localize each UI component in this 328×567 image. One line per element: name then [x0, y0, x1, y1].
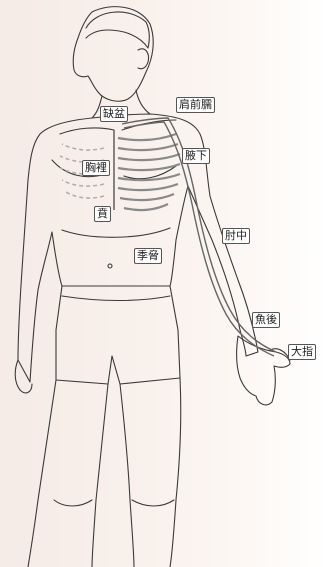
label-zhou-zhong: 肘中: [222, 228, 250, 244]
navel: [108, 264, 112, 268]
left-leg-inner: [92, 384, 108, 567]
label-jian-qian-ru: 肩前臑: [176, 97, 215, 113]
left-hand: [15, 360, 32, 393]
right-knee: [132, 500, 174, 506]
left-knee: [54, 500, 92, 506]
label-que-pen: 缺盆: [100, 106, 128, 122]
shorts-waist: [62, 296, 170, 301]
label-ye-xia: 腋下: [182, 148, 210, 164]
hair: [86, 12, 149, 48]
label-ji-xie: 季脅: [134, 248, 162, 264]
right-leg: [170, 378, 181, 567]
label-ben: 賁: [94, 206, 111, 222]
label-da-zhi: 大指: [288, 344, 316, 360]
abdomen-line: [62, 228, 170, 237]
collarbone-left: [60, 128, 114, 134]
left-leg: [28, 380, 56, 567]
label-yu-hou: 魚後: [252, 312, 280, 328]
ear: [138, 49, 149, 69]
neck-right: [136, 90, 150, 114]
label-xiong-li: 胸裡: [82, 160, 110, 176]
right-leg-inner: [120, 384, 134, 567]
head: [73, 7, 153, 102]
